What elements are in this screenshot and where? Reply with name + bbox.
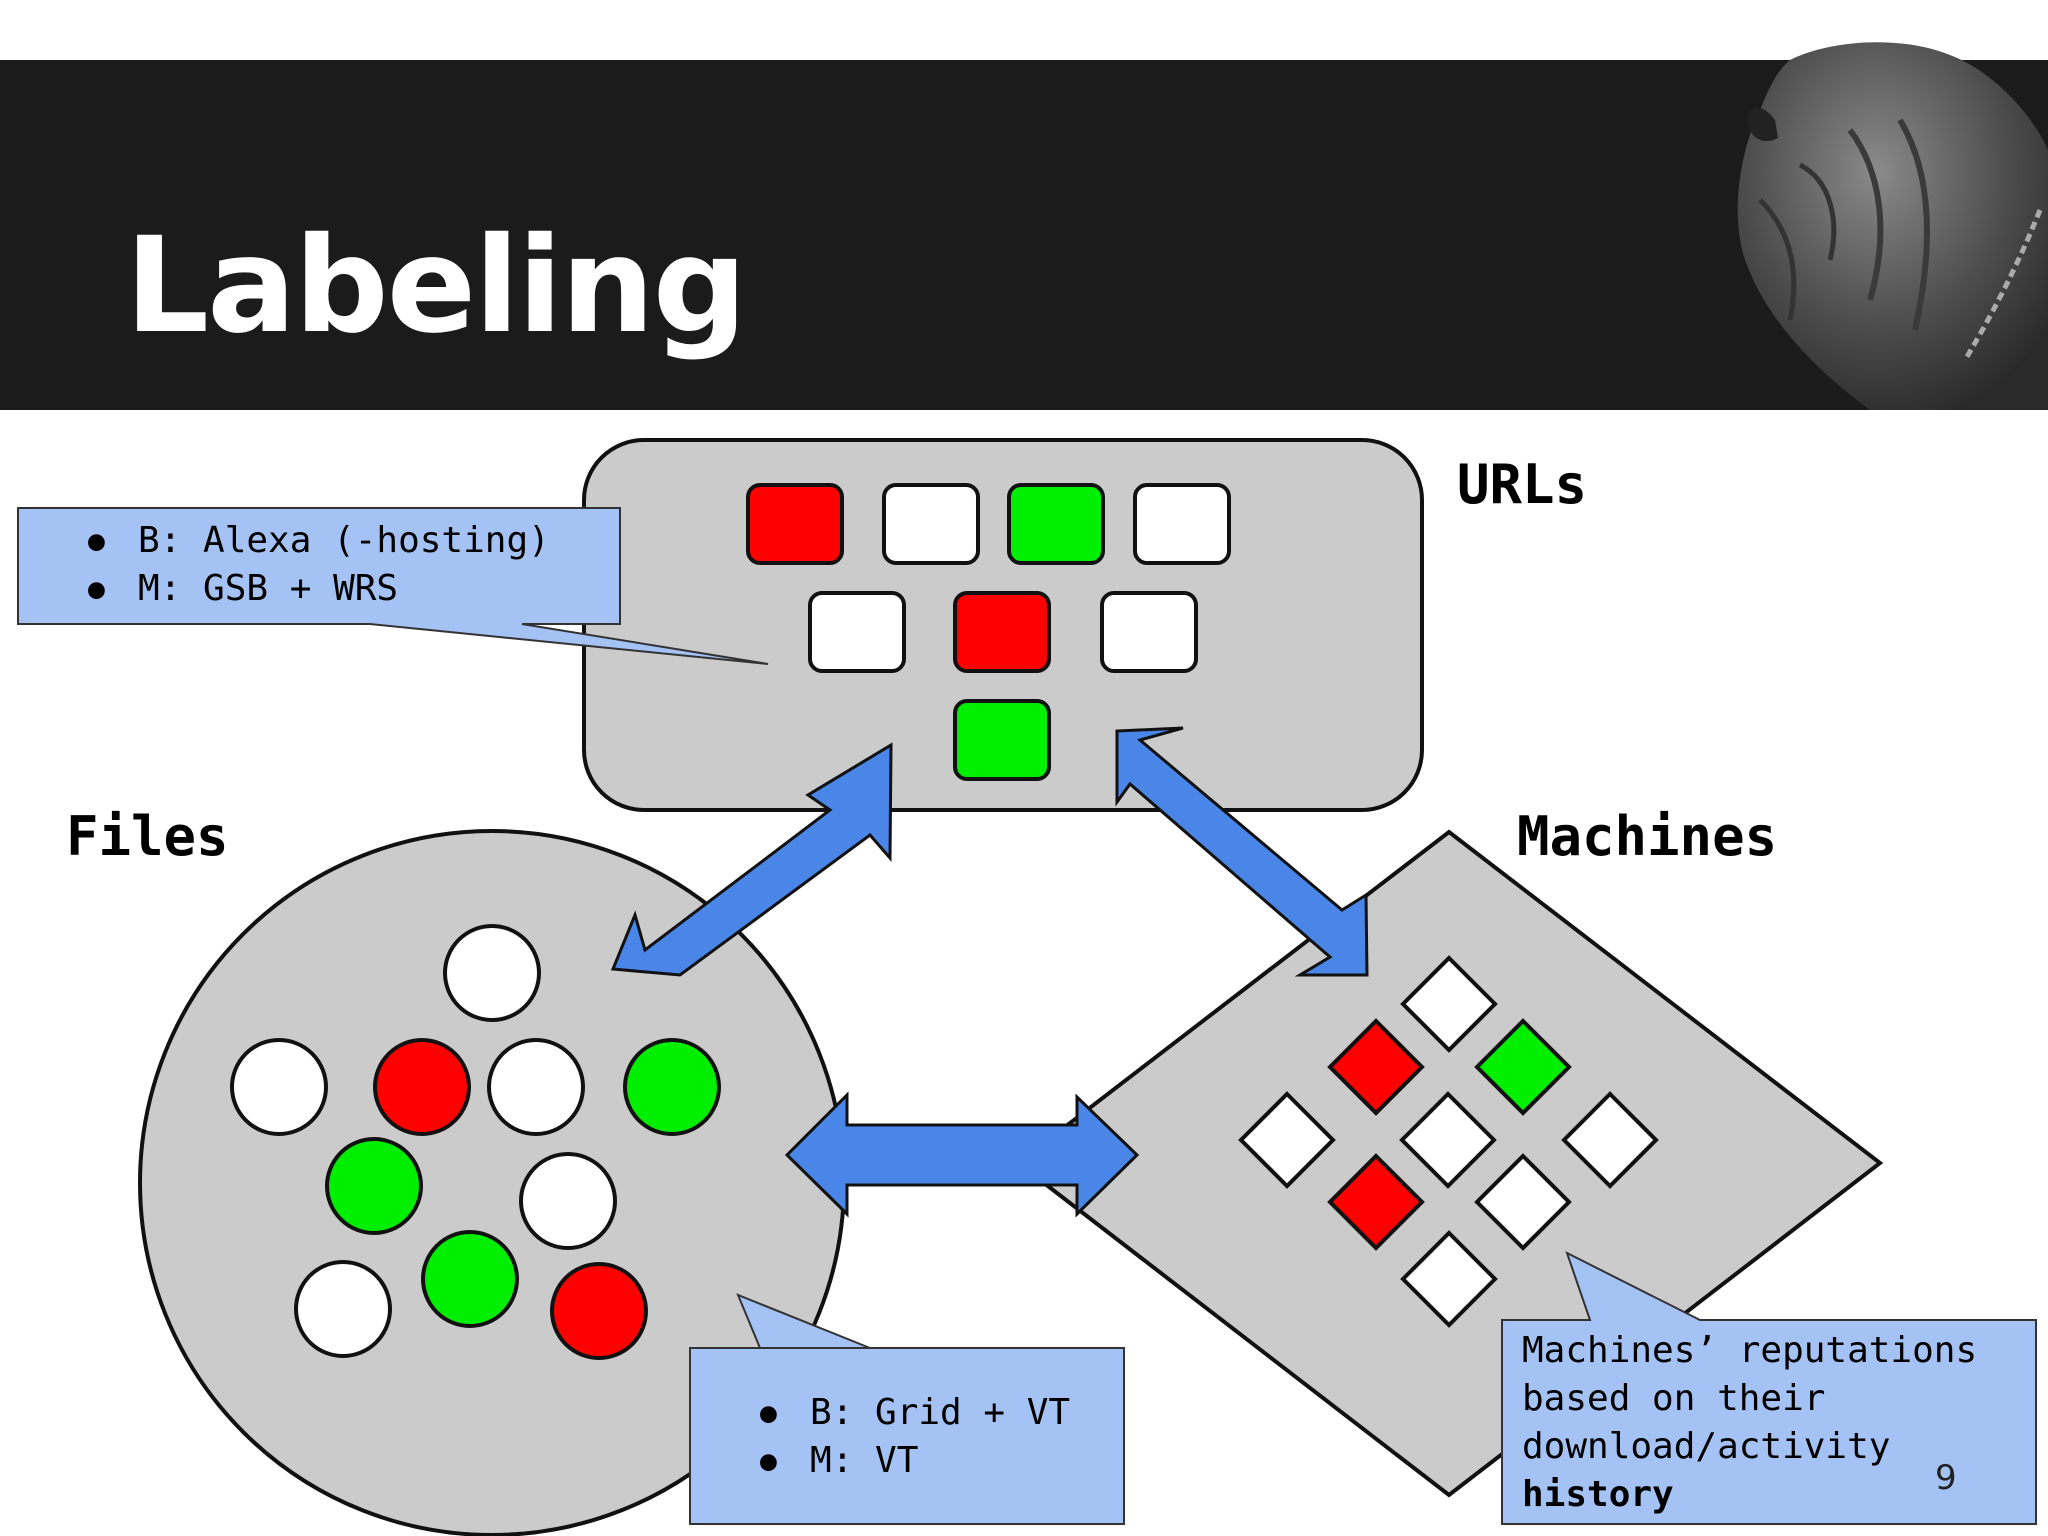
urls-callout-item: M: GSB + WRS [88, 565, 550, 613]
files-callout-text: B: Grid + VT M: VT [760, 1389, 1070, 1485]
urls-machines-arrow [1115, 726, 1369, 977]
file-cells [230, 924, 721, 1360]
machine-cell-red [1327, 1153, 1425, 1251]
file-cell-white [294, 1260, 392, 1358]
slide-title: Labeling [125, 209, 747, 363]
url-cell-green [953, 699, 1051, 781]
file-cell-white [519, 1152, 617, 1250]
mastiff-dog-icon [1737, 42, 2048, 411]
machine-cell-red [1327, 1018, 1425, 1116]
file-cell-green [421, 1230, 519, 1328]
url-cell-red [953, 591, 1051, 673]
machines-callout-line: history [1522, 1474, 1674, 1515]
url-cell-red [746, 483, 844, 565]
url-cell-white [1100, 591, 1198, 673]
files-machines-arrow [784, 1091, 1140, 1218]
urls-callout-item: B: Alexa (-hosting) [88, 517, 550, 565]
machines-callout-line: based on their [1522, 1378, 1826, 1419]
machines-callout-text: Machines’ reputations based on their dow… [1522, 1327, 1977, 1519]
page-number: 9 [1935, 1458, 1957, 1498]
url-cell-white [808, 591, 906, 673]
file-cell-green [325, 1137, 423, 1235]
urls-label: URLs [1457, 453, 1588, 516]
title-bar [0, 60, 2048, 410]
files-label: Files [66, 805, 229, 868]
files-urls-arrow [610, 742, 893, 977]
url-cell-white [1133, 483, 1231, 565]
url-cell-white [882, 483, 980, 565]
file-cell-white [443, 924, 541, 1022]
url-cell-green [1007, 483, 1105, 565]
url-cells [746, 483, 1231, 781]
file-cell-red [550, 1262, 648, 1360]
machine-cells [1238, 955, 1659, 1328]
machine-cell-white [1400, 1230, 1498, 1328]
file-cell-white [230, 1038, 328, 1136]
machines-callout-box [1501, 1251, 2037, 1525]
urls-callout-text: B: Alexa (-hosting) M: GSB + WRS [88, 517, 550, 613]
machines-callout-line: Machines’ reputations [1522, 1330, 1978, 1371]
file-cell-red [373, 1038, 471, 1136]
machine-cell-white [1399, 1091, 1497, 1189]
files-callout-item: M: VT [760, 1437, 1070, 1485]
machines-label: Machines [1517, 805, 1778, 868]
machine-cell-white [1238, 1091, 1336, 1189]
file-cell-green [623, 1038, 721, 1136]
machines-callout-line: download/activity [1522, 1426, 1891, 1467]
machine-cell-white [1474, 1153, 1572, 1251]
machine-cell-white [1561, 1091, 1659, 1189]
machine-cell-green [1474, 1018, 1572, 1116]
file-cell-white [487, 1038, 585, 1136]
files-callout-item: B: Grid + VT [760, 1389, 1070, 1437]
machine-cell-white [1400, 955, 1498, 1053]
